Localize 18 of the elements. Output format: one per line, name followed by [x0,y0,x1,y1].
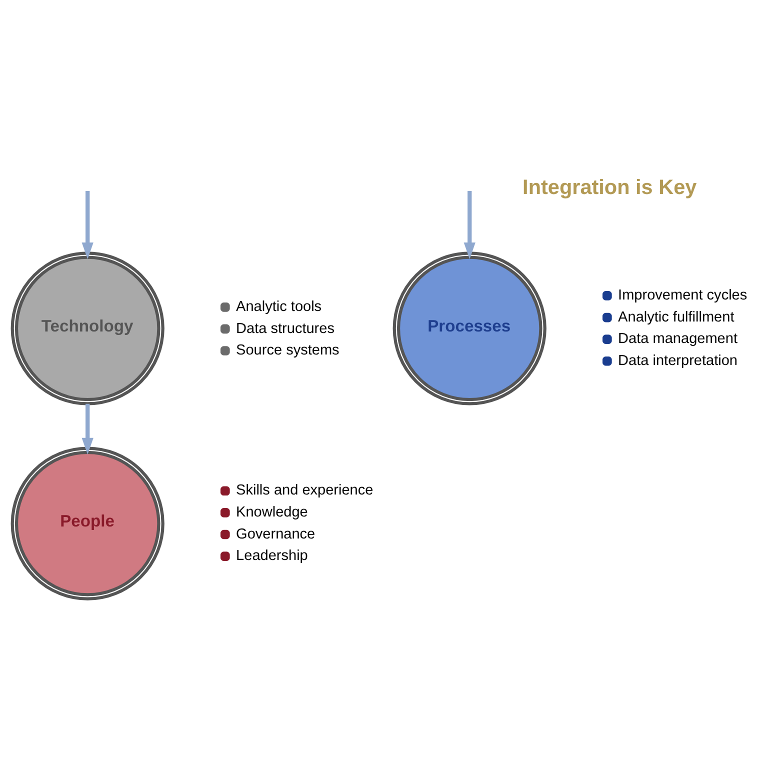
node-label: Data structures [236,320,334,336]
node-label: Improvement cycles [618,287,748,304]
node-label: Leadership [236,548,308,564]
node-circle: Processes [392,251,546,405]
node-label: Source systems [236,342,340,358]
node-label: Data management [618,330,738,347]
node-circle: People [10,446,164,600]
arrow [82,403,94,454]
node-label: Analytic fulfillment [618,308,734,325]
node-label: Skills and experience [236,482,374,498]
node-label: Analytic tools [236,298,322,314]
node-label: Data interpretation [618,352,738,368]
arrow [82,190,94,259]
node-label: Governance [236,526,316,542]
label: Integration is Key [522,175,697,198]
node-circle: Technology [10,251,164,405]
arrow [464,190,476,259]
node-label: Knowledge [236,504,308,520]
